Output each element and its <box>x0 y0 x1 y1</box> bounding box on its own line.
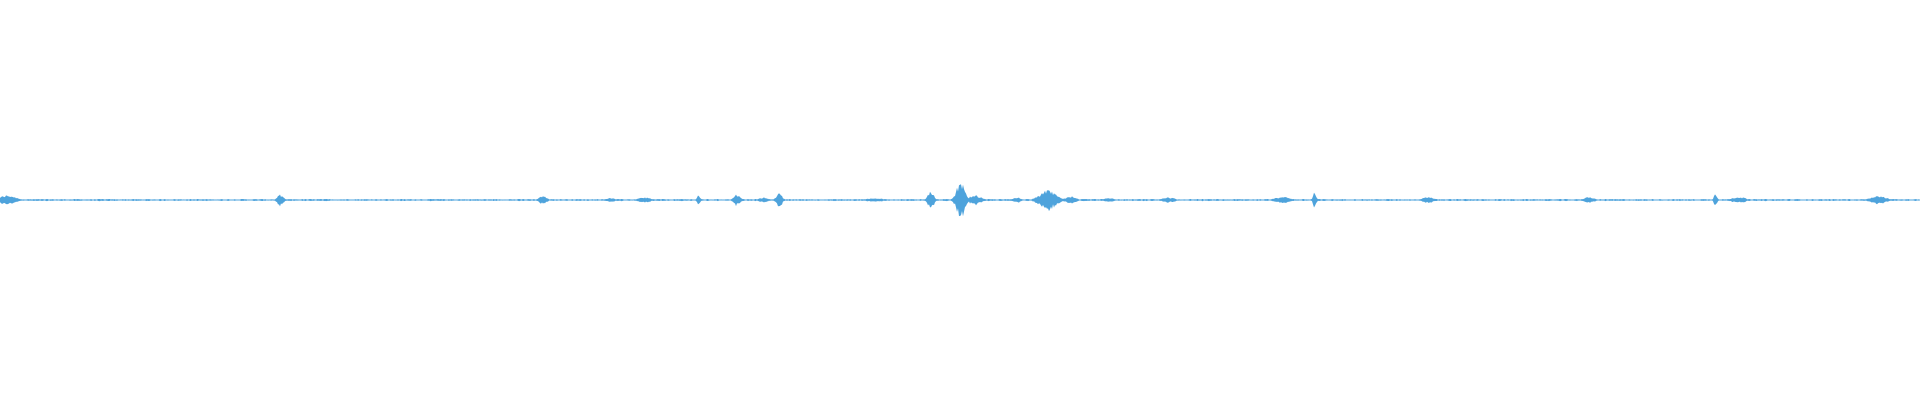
waveform-series <box>0 184 1919 217</box>
